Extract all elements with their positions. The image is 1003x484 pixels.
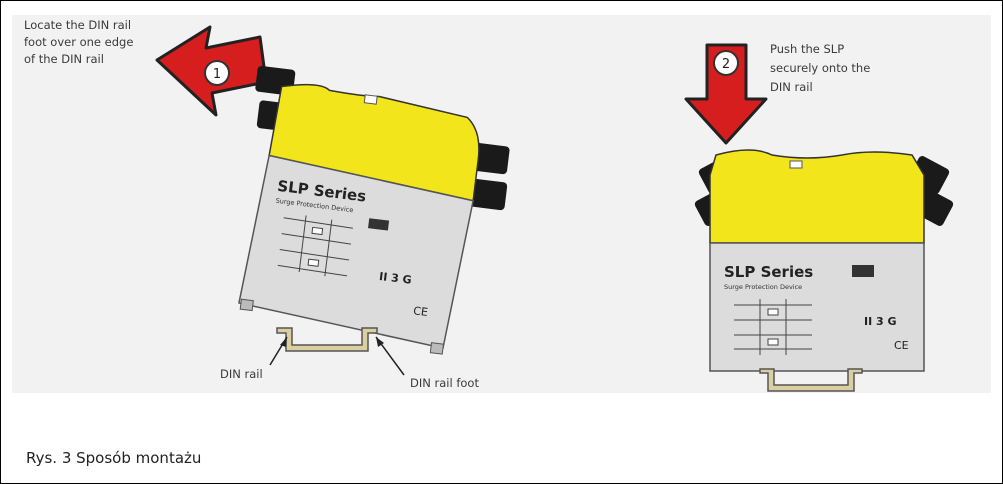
slp-device-upright: SLP Series Surge Protection Device II 3 …: [694, 149, 954, 372]
circuit-schematic: [734, 299, 812, 355]
svg-text:of the DIN rail: of the DIN rail: [24, 52, 104, 66]
mounting-illustration: Locate the DIN rail foot over one edge o…: [12, 15, 991, 393]
figure-caption: Rys. 3 Sposób montażu: [26, 449, 202, 467]
hazard-mark: II 3 G: [864, 315, 897, 328]
ce-mark: CE: [413, 304, 429, 319]
device-subtitle: Surge Protection Device: [724, 283, 802, 291]
callout-din-rail: DIN rail: [220, 336, 288, 381]
circuit-schematic: [277, 215, 353, 277]
step1-badge: [204, 60, 230, 86]
step2-arrow-icon: 2: [684, 43, 768, 145]
svg-text:foot over one edge: foot over one edge: [24, 35, 133, 49]
terminal-block: [471, 142, 510, 175]
step1-number: 1: [213, 67, 221, 82]
manufacturer-logo: [368, 218, 390, 231]
yellow-housing: [709, 149, 925, 244]
svg-text:Locate the DIN rail: Locate the DIN rail: [24, 18, 131, 32]
din-rail-1: [276, 327, 378, 352]
terminal-block: [468, 178, 508, 211]
svg-text:Push the SLP: Push the SLP: [770, 42, 844, 56]
step1-instruction-text: Locate the DIN rail foot over one edge o…: [24, 18, 133, 66]
step2-instruction-text: Push the SLP securely onto the DIN rail: [770, 42, 870, 94]
hazard-mark: II 3 G: [378, 270, 412, 287]
svg-text:DIN rail: DIN rail: [770, 80, 813, 94]
step2-badge: [713, 50, 739, 76]
callout-din-rail-foot: DIN rail foot: [375, 336, 479, 390]
svg-text:securely onto the: securely onto the: [770, 61, 870, 75]
step2-number: 2: [722, 57, 730, 72]
device-series-label: SLP Series: [724, 263, 813, 281]
device-body: [709, 242, 925, 372]
din-rail-2: [759, 368, 863, 392]
slp-device-tilted: SLP Series Surge Protection Device II 3 …: [238, 65, 510, 355]
svg-text:DIN rail: DIN rail: [220, 367, 263, 381]
manufacturer-logo: [852, 265, 874, 277]
ce-mark: CE: [894, 339, 909, 352]
step1-arrow-icon: 1: [155, 25, 268, 117]
svg-text:DIN rail foot: DIN rail foot: [410, 376, 479, 390]
mounting-diagram: Locate the DIN rail foot over one edge o…: [24, 18, 954, 392]
